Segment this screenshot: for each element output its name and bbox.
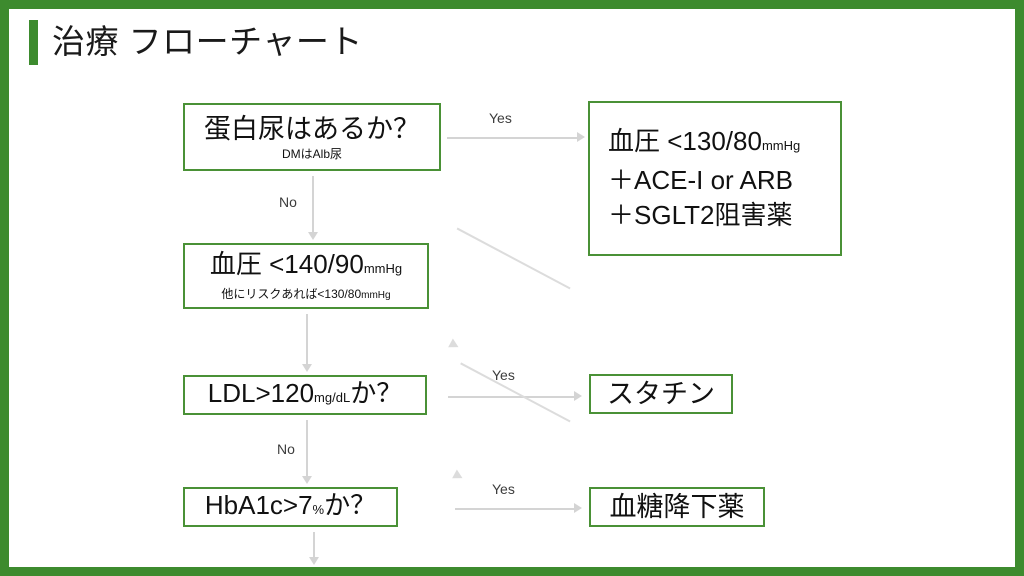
- edge-label-proteinuria-yes: Yes: [489, 110, 512, 126]
- node-glucose-lowering-drug-label: 血糖降下薬: [609, 492, 745, 522]
- edge-proteinuria-no-line: [312, 176, 314, 233]
- unit-mmhg: mmHg: [363, 261, 403, 276]
- node-hba1c-label: HbA1c>7%か？: [204, 489, 377, 520]
- edge-bp140-to-ldl-line: [306, 314, 308, 366]
- unit-mmhg: mmHg: [761, 138, 801, 153]
- node-bp-130-80-treatment[interactable]: 血圧 <130/80mmHg ＋ACE-I or ARB ＋SGLT2阻害薬: [588, 101, 842, 256]
- edge-label-proteinuria-no: No: [279, 194, 297, 210]
- edge-bp130-to-ldl-line: [456, 227, 571, 290]
- node-bp-140-90[interactable]: 血圧 <140/90mmHg 他にリスクあれば<130/80mmHg: [183, 243, 429, 309]
- node-proteinuria-label: 蛋白尿はあるか？: [204, 113, 420, 144]
- edge-bp130-to-ldl-arrowhead: [448, 338, 461, 352]
- edge-ldl-yes-line: [448, 396, 575, 398]
- node-bp-130-80-line3: ＋SGLT2阻害薬: [608, 200, 793, 230]
- edge-statin-to-hba1c-line: [460, 362, 571, 423]
- edge-hba1c-no-line: [313, 532, 315, 560]
- node-ldl-label: LDL>120mg/dLか？: [207, 377, 403, 408]
- edge-ldl-yes-arrowhead: [574, 391, 582, 401]
- page-title: 治療 フローチャート: [52, 23, 363, 60]
- node-bp-140-90-label: 血圧 <140/90mmHg: [209, 249, 403, 279]
- edge-label-ldl-no: No: [277, 441, 295, 457]
- edge-hba1c-yes-line: [455, 508, 575, 510]
- edge-proteinuria-no-arrowhead: [308, 232, 318, 240]
- edge-proteinuria-yes-line: [447, 137, 577, 139]
- edge-statin-to-hba1c-arrowhead: [452, 469, 465, 483]
- node-bp-130-80-line2: ＋ACE-I or ARB: [608, 165, 793, 195]
- slide-frame-left: [0, 0, 9, 576]
- node-proteinuria[interactable]: 蛋白尿はあるか？ DMはAlb尿: [183, 103, 441, 171]
- edge-label-hba1c-yes: Yes: [492, 481, 515, 497]
- node-statin-label: スタチン: [607, 379, 715, 409]
- node-glucose-lowering-drug[interactable]: 血糖降下薬: [589, 487, 765, 527]
- edge-hba1c-yes-arrowhead: [574, 503, 582, 513]
- title-accent-bar: [29, 20, 38, 65]
- node-bp-140-90-sublabel: 他にリスクあれば<130/80mmHg: [221, 287, 391, 301]
- node-statin[interactable]: スタチン: [589, 374, 733, 414]
- edge-ldl-no-arrowhead: [302, 476, 312, 484]
- edge-proteinuria-yes-arrowhead: [577, 132, 585, 142]
- slide-frame-right: [1015, 0, 1024, 576]
- edge-hba1c-no-arrowhead: [309, 557, 319, 565]
- slide-frame-top: [0, 0, 1024, 9]
- edge-label-ldl-yes: Yes: [492, 367, 515, 383]
- node-proteinuria-sublabel: DMはAlb尿: [281, 146, 342, 161]
- edge-bp140-to-ldl-arrowhead: [302, 364, 312, 372]
- unit-mgdl: mg/dL: [314, 389, 351, 405]
- unit-mmhg-small: mmHg: [361, 290, 391, 301]
- slide-frame-bottom: [0, 567, 1024, 576]
- node-hba1c[interactable]: HbA1c>7%か？: [183, 487, 398, 527]
- unit-percent: %: [312, 501, 325, 517]
- node-bp-130-80-line1: 血圧 <130/80mmHg: [608, 126, 801, 156]
- node-ldl[interactable]: LDL>120mg/dLか？: [183, 375, 427, 415]
- edge-ldl-no-line: [306, 420, 308, 478]
